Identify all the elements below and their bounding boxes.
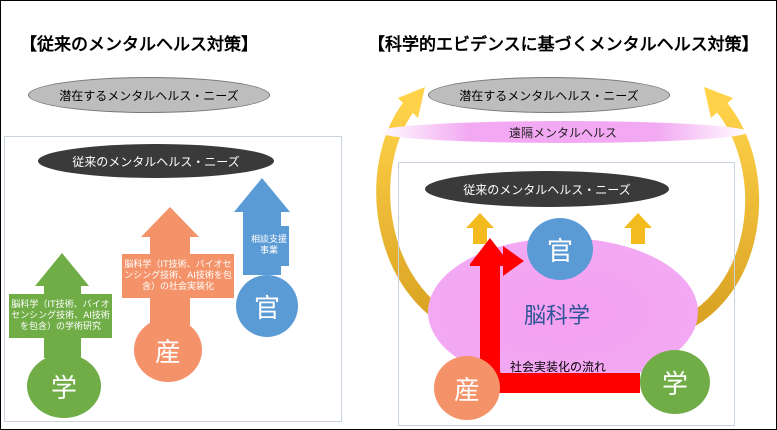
flow-arrowhead	[470, 238, 510, 266]
left-conventional-needs-label: 従来のメンタルヘルス・ニーズ	[72, 154, 240, 169]
right-industry-circle: 産	[434, 356, 500, 420]
left-government-circle: 官	[236, 275, 298, 337]
left-panel-box	[4, 136, 342, 422]
left-academia-label: 学	[50, 373, 77, 404]
right-panel-box	[398, 162, 735, 426]
right-conventional-needs-label: 従来のメンタルヘルス・ニーズ	[463, 182, 631, 197]
government-arrow-text: 相談支援事業	[249, 226, 289, 266]
right-latent-needs-ellipse: 潜在するメンタルヘルス・ニーズ	[428, 77, 670, 113]
remote-mental-health-band: 遠隔メンタルヘルス	[378, 121, 748, 143]
left-academia-circle: 学	[27, 354, 101, 418]
right-academia-label: 学	[661, 369, 688, 400]
academia-arrow-text: 脳科学（IT技術、バイオセンシング技術、AI技術を包含）の学術研究	[9, 294, 112, 338]
right-curved-arrowhead	[704, 87, 733, 118]
brain-science-label: 脳科学	[524, 304, 591, 329]
left-latent-needs-ellipse: 潜在するメンタルヘルス・ニーズ	[28, 77, 270, 113]
right-conventional-needs-ellipse: 従来のメンタルヘルス・ニーズ	[425, 171, 669, 207]
right-industry-label: 産	[453, 375, 480, 406]
left-industry-circle: 産	[134, 318, 202, 382]
industry-arrow-text: 脳科学（IT技術、バイオセンシング技術、AI技術を包含）の社会実装化	[122, 254, 234, 298]
left-latent-needs-label: 潜在するメンタルヘルス・ニーズ	[59, 88, 239, 103]
flow-label: 社会実装化の流れ	[510, 360, 607, 374]
left-industry-label: 産	[154, 337, 181, 368]
right-academia-circle: 学	[640, 350, 710, 414]
small-up-arrow-right	[624, 213, 652, 244]
small-up-arrow-left	[466, 213, 494, 244]
right-latent-needs-label: 潜在するメンタルヘルス・ニーズ	[459, 88, 639, 103]
left-title: 【従来のメンタルヘルス対策】	[20, 35, 258, 55]
flow-arrowhead-tip	[503, 246, 524, 276]
left-conventional-needs-ellipse: 従来のメンタルヘルス・ニーズ	[38, 144, 274, 178]
left-curved-arrowhead	[398, 87, 425, 118]
left-government-label: 官	[253, 293, 280, 324]
remote-mental-health-label: 遠隔メンタルヘルス	[508, 125, 617, 140]
right-government-circle: 官	[527, 218, 593, 280]
right-title: 【科学的エビデンスに基づくメンタルヘルス対策】	[368, 35, 759, 55]
right-government-label: 官	[546, 236, 573, 267]
